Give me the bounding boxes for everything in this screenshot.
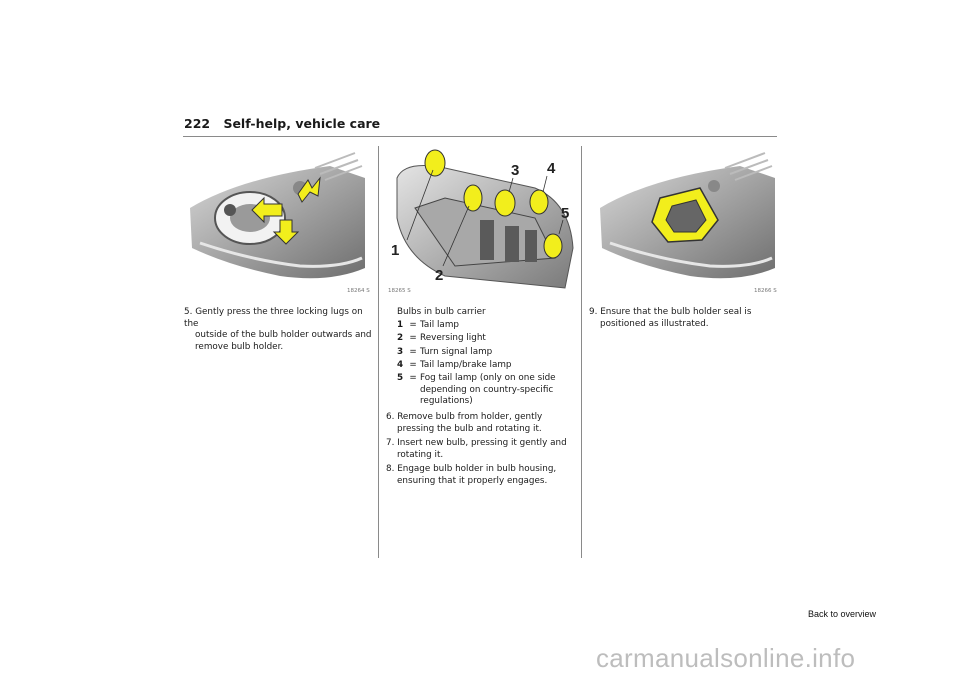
legend-row: 4 = Tail lamp/brake lamp <box>397 359 512 370</box>
page-header: 222 Self-help, vehicle care <box>184 116 380 131</box>
callout-3: 3 <box>511 162 519 179</box>
section-title: Self-help, vehicle care <box>223 116 381 131</box>
step-8: 8. Engage bulb holder in bulb housing, e… <box>386 464 557 486</box>
legend-row: 2 = Reversing light <box>397 333 486 344</box>
step-5: 5. Gently press the three locking lugs o… <box>184 307 372 352</box>
legend-row: 1 = Tail lamp <box>397 320 459 330</box>
bulb-carrier-illustration: 1 2 3 4 5 <box>391 149 574 289</box>
figure-id-18265: 18265 S <box>388 288 411 294</box>
legend-row: 5 = Fog tail lamp (only on one side depe… <box>397 373 556 407</box>
bulb-legend: 1 = Tail lamp 2 = Reversing light 3 = Tu… <box>397 320 560 409</box>
watermark: carmanualsonline.info <box>596 643 856 673</box>
page-number: 222 <box>184 116 211 131</box>
bulb-holder-seal-illustration <box>600 152 775 279</box>
step-9: 9. Ensure that the bulb holder seal is p… <box>589 307 752 329</box>
step-6: 6. Remove bulb from holder, gently press… <box>386 412 543 434</box>
column-divider-left <box>378 146 379 558</box>
callout-1: 1 <box>391 242 399 259</box>
step-7: 7. Insert new bulb, pressing it gently a… <box>386 438 567 460</box>
column-divider-right <box>581 146 582 558</box>
back-to-overview-link[interactable]: Back to overview <box>808 609 877 619</box>
bulb-holder-removal-illustration <box>190 152 365 279</box>
header-rule <box>183 136 777 137</box>
figure-id-18266: 18266 S <box>754 288 777 294</box>
callout-2: 2 <box>435 267 443 284</box>
bulb-carrier-caption: Bulbs in bulb carrier <box>397 307 486 317</box>
legend-row: 3 = Turn signal lamp <box>397 346 493 357</box>
callout-5: 5 <box>561 205 569 222</box>
callout-4: 4 <box>547 160 556 177</box>
figure-id-18264: 18264 S <box>347 288 370 294</box>
